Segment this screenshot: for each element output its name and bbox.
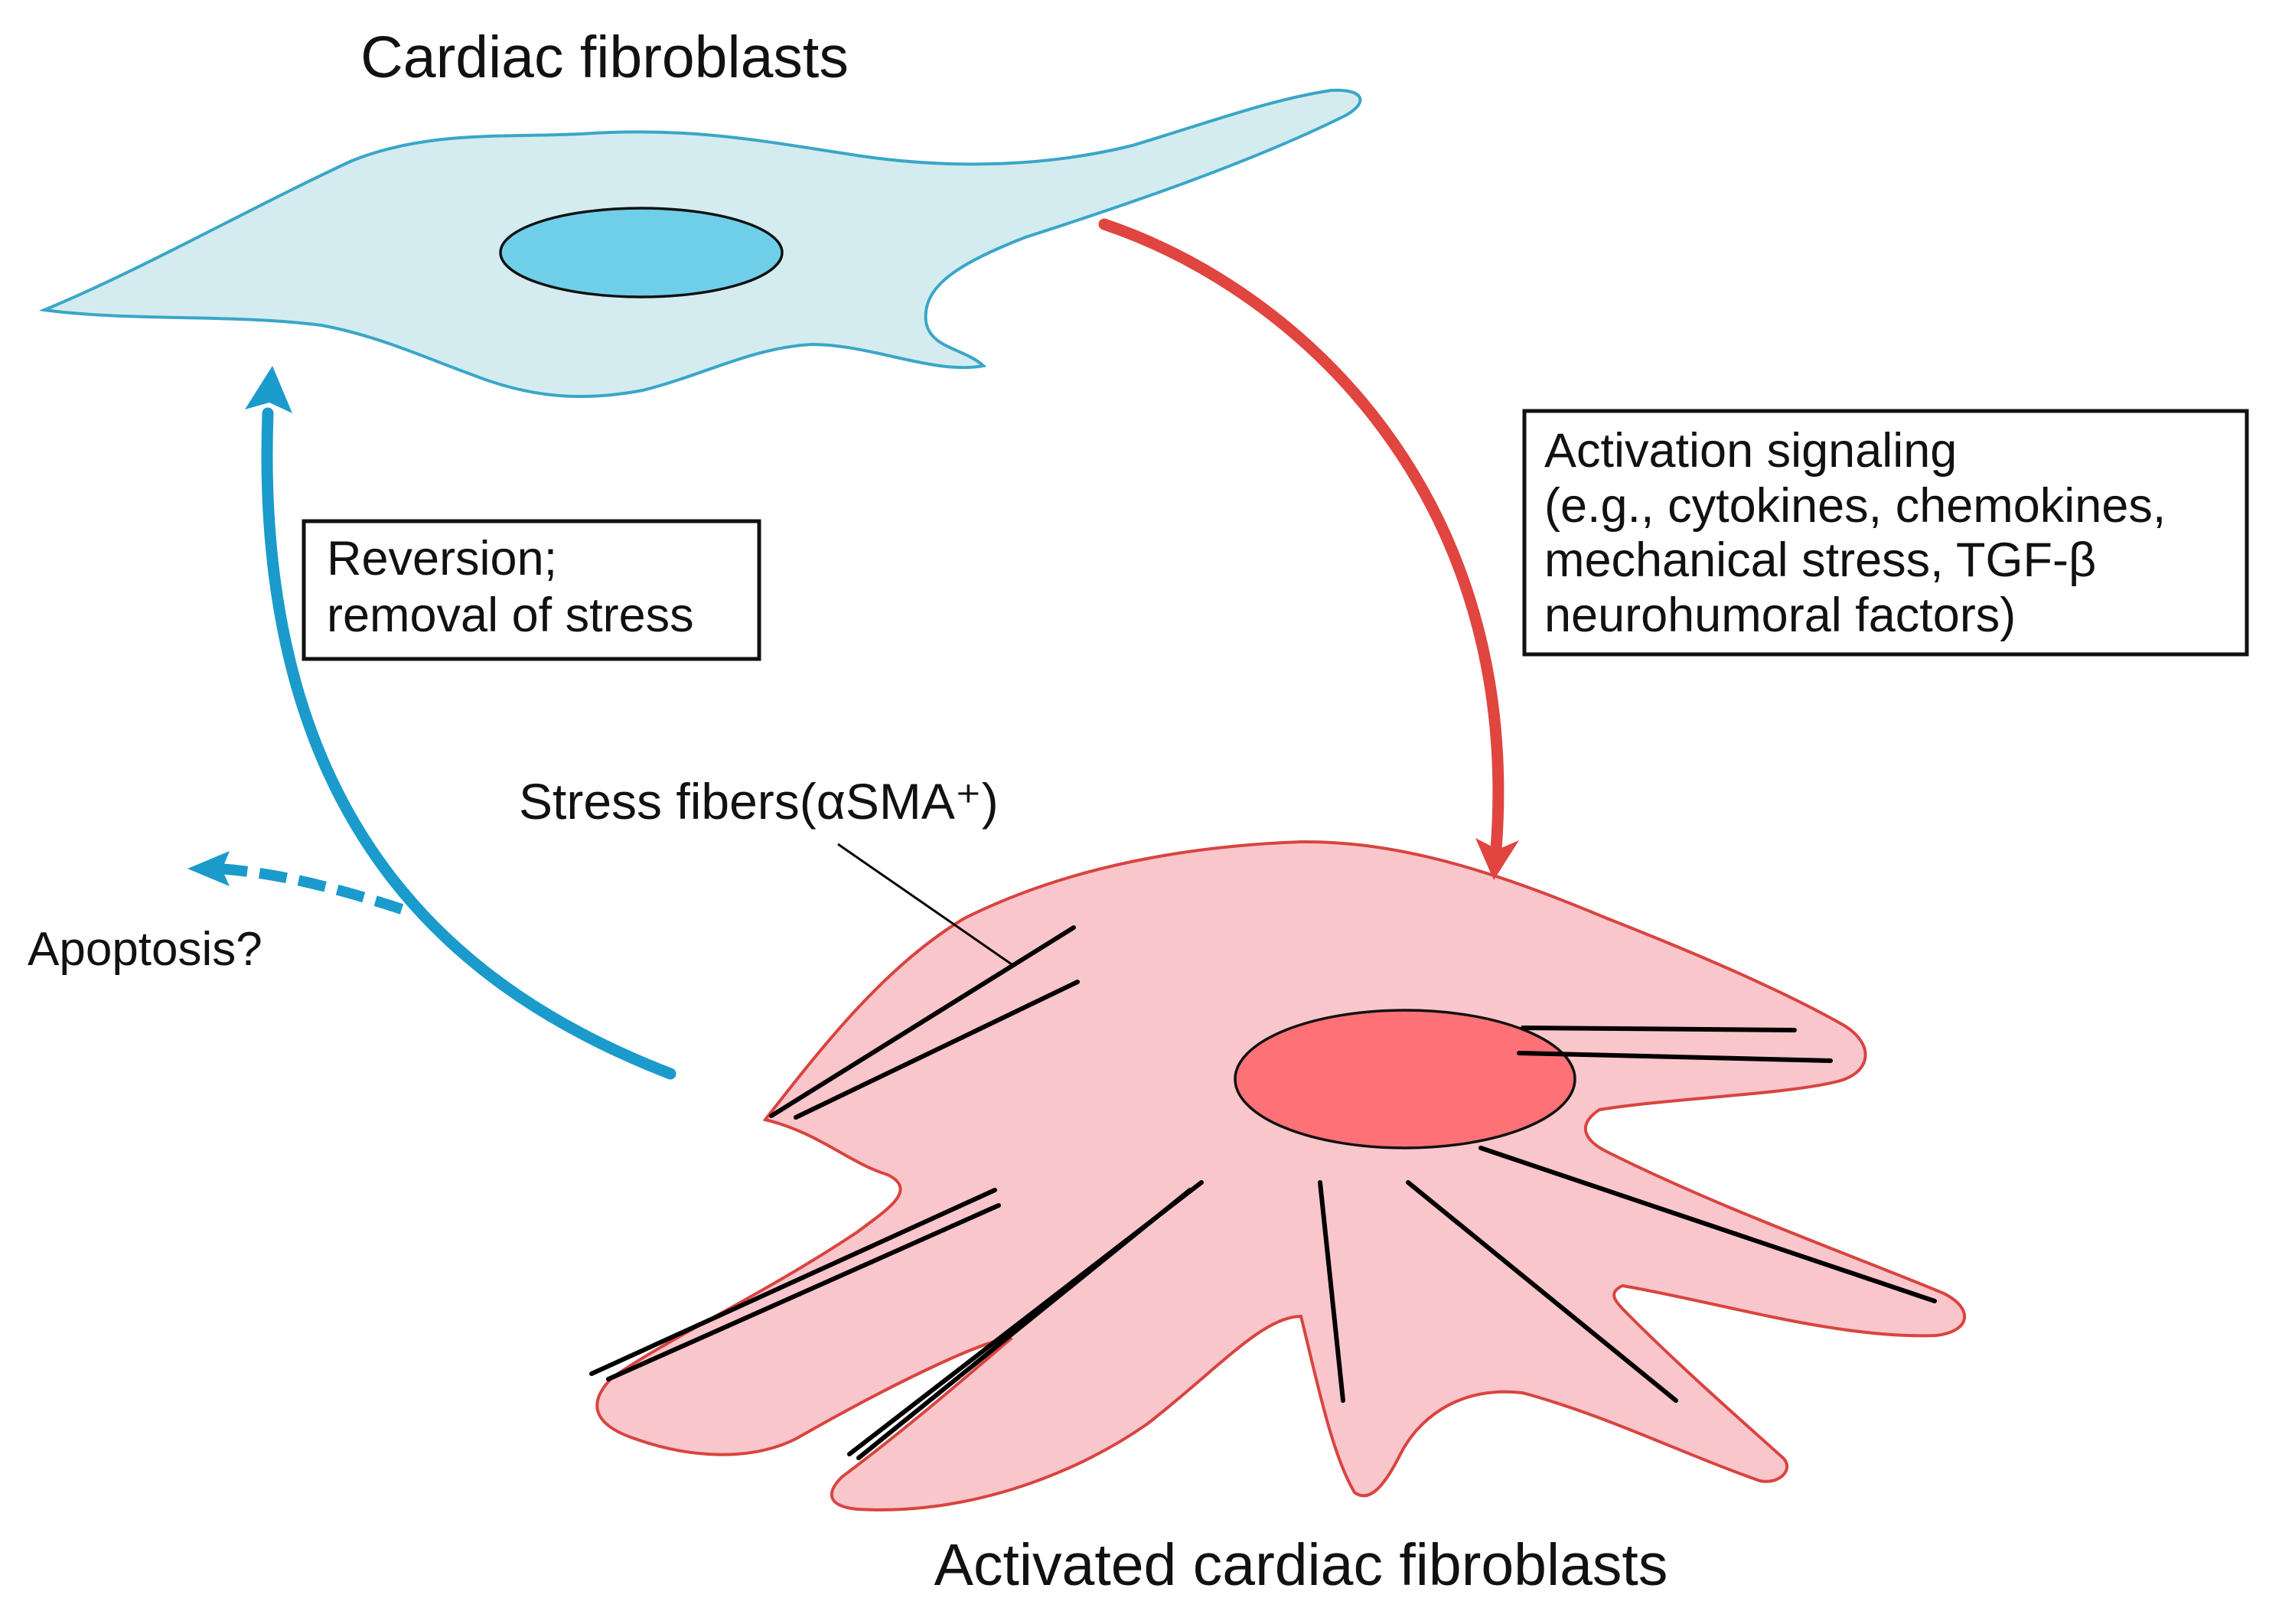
activation-line-4: neurohumoral factors)	[1544, 589, 2016, 642]
reversion-line-1: Reversion;	[327, 532, 557, 585]
activation-signaling-box	[1522, 409, 2249, 657]
stress-fiber	[769, 925, 1076, 1118]
stress-fibers	[589, 925, 1937, 1460]
reversion-arrow	[261, 407, 676, 1080]
stress-fiber	[1318, 1180, 1345, 1403]
reversion-line-2: removal of stress	[327, 589, 694, 642]
stress-fiber	[856, 1188, 1192, 1460]
stress-fibers-leader-line	[837, 843, 1012, 966]
activation-line-2: (e.g., cytokines, chemokines,	[1544, 479, 2166, 533]
activated-fibroblast-title: Activated cardiac fibroblasts	[934, 1532, 1668, 1598]
activation-line-1: Activation signaling	[1544, 424, 1957, 478]
stress-fibers-label: Stress fibers(αSMA⁺)	[519, 773, 999, 830]
stress-fiber	[794, 980, 1080, 1120]
resting-nucleus	[499, 207, 784, 298]
activation-arrowhead	[1475, 838, 1519, 880]
apoptosis-arrowhead	[187, 851, 230, 886]
stress-fiber	[589, 1188, 997, 1376]
activated-nucleus	[1234, 1009, 1576, 1150]
activated-fibroblast-cell	[595, 840, 1967, 1511]
stress-fiber	[606, 1203, 1001, 1381]
stress-fiber	[1478, 1146, 1937, 1303]
stress-fiber	[1517, 1051, 1833, 1063]
activation-line-3: mechanical stress, TGF-β	[1544, 533, 2096, 587]
stress-fiber	[1406, 1180, 1678, 1403]
reversion-arrowhead	[245, 366, 292, 413]
stress-fiber	[1521, 1026, 1797, 1032]
apoptosis-label: Apoptosis?	[28, 923, 262, 976]
apoptosis-arrow	[217, 863, 404, 915]
resting-fibroblast-title: Cardiac fibroblasts	[360, 24, 849, 90]
reversion-box	[302, 519, 761, 661]
activation-arrow	[1098, 218, 1505, 856]
